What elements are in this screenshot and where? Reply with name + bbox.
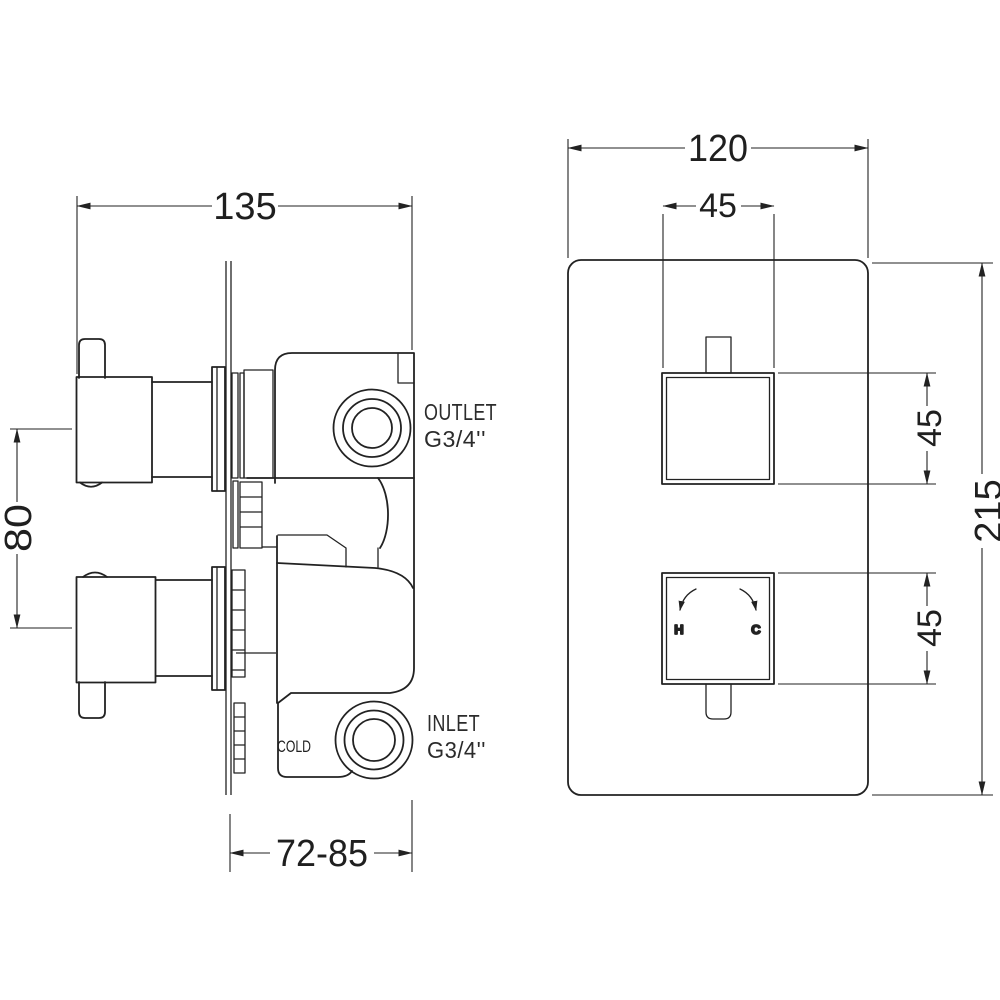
top-knob-tab <box>705 336 732 374</box>
dimension-120: 120 <box>567 128 869 258</box>
dimension-215: 215 <box>872 262 1000 796</box>
dimension-135-label: 135 <box>213 186 276 228</box>
top-handle <box>75 338 226 492</box>
bottom-knob: H C <box>661 572 775 720</box>
top-knob <box>661 336 775 485</box>
valve-body-notch <box>397 352 415 384</box>
dimension-45-right-top: 45 <box>778 372 949 485</box>
dimension-45-right-top-label: 45 <box>911 409 949 447</box>
inlet-label-line1: INLET <box>427 710 480 736</box>
hot-direction-arrow <box>678 588 697 611</box>
bottom-knob-outer <box>661 572 775 685</box>
bottom-handle-bump <box>82 571 108 578</box>
top-knob-outer <box>661 372 775 485</box>
cold-marking-label: COLD <box>277 737 311 756</box>
outlet-label-line1: OUTLET <box>424 399 497 425</box>
top-knob-inner <box>665 376 771 481</box>
top-handle-flange <box>211 366 226 492</box>
cold-marking-label-front: C <box>751 622 761 637</box>
top-handle-body <box>75 376 153 484</box>
side-view: COLD OUTLET G3/4'' INLET G3/4'' 135 80 <box>0 186 497 875</box>
bottom-handle-body <box>75 576 157 684</box>
hot-marking-label: H <box>674 622 683 637</box>
dimension-45-top-label: 45 <box>699 187 737 225</box>
dimension-45-right-bottom-label: 45 <box>911 609 949 647</box>
inlet-label: INLET G3/4'' <box>427 710 486 763</box>
cartridge-top-edge <box>276 562 414 589</box>
valve-body <box>246 352 415 778</box>
dimension-80: 80 <box>0 428 72 629</box>
valve-body-bulge <box>377 477 389 549</box>
top-handle-neck <box>151 381 213 478</box>
outlet-port-circles <box>332 388 412 468</box>
dimension-45-top: 45 <box>662 187 775 368</box>
mounting-strips <box>231 369 277 774</box>
dimension-135: 135 <box>76 186 413 374</box>
inlet-port-circles <box>334 700 414 780</box>
top-handle-lever <box>78 338 106 379</box>
dimension-72-85: 72-85 <box>229 800 413 875</box>
dimension-215-label: 215 <box>968 479 1000 542</box>
bottom-handle-flange <box>211 566 226 691</box>
valve-body-outline <box>274 352 415 778</box>
outlet-label: OUTLET G3/4'' <box>424 399 497 452</box>
cold-direction-arrow <box>739 588 758 611</box>
face-plate <box>567 259 869 796</box>
outlet-label-line2: G3/4'' <box>424 426 486 452</box>
inlet-label-line2: G3/4'' <box>427 737 486 763</box>
bottom-handle-neck <box>155 579 213 677</box>
dimension-72-85-label: 72-85 <box>276 833 368 875</box>
top-handle-bump <box>79 481 103 488</box>
dimension-80-label: 80 <box>0 504 40 552</box>
bottom-knob-tab <box>705 683 732 720</box>
dimension-120-label: 120 <box>688 128 748 170</box>
wall-plate-side <box>225 261 232 795</box>
bottom-handle <box>75 566 226 719</box>
dimension-45-right-bottom: 45 <box>778 572 949 685</box>
bottom-handle-lever <box>78 681 106 719</box>
front-view: H C 120 45 215 45 <box>567 128 1000 796</box>
bottom-knob-inner <box>665 576 771 681</box>
valve-body-link-lines <box>277 534 379 568</box>
